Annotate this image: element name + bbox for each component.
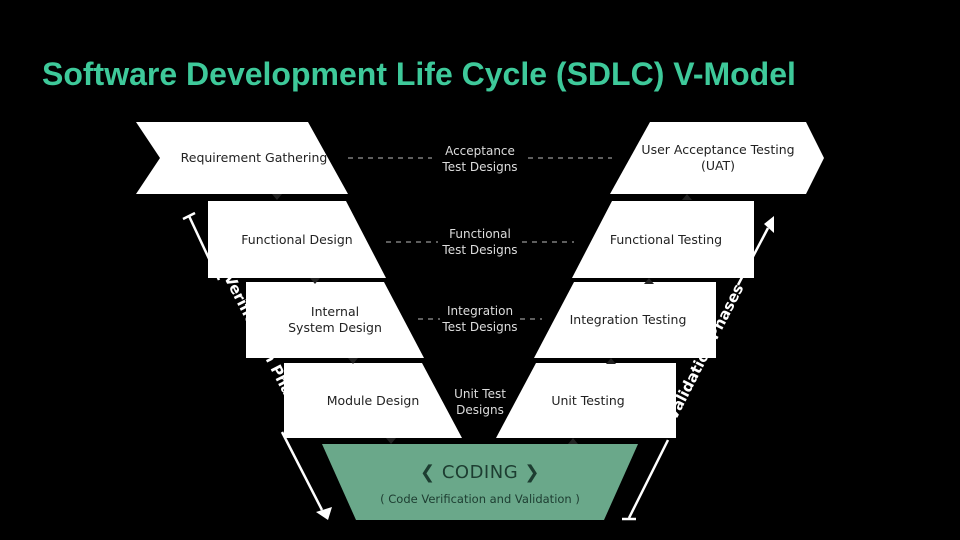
- functional-td-text-1: Functional: [449, 227, 511, 241]
- coding-title: ❮ CODING ❯: [322, 462, 638, 483]
- module-design-box: [284, 363, 462, 438]
- internal-system-design-label: Internal System Design: [246, 282, 424, 358]
- integration-testing-label: Integration Testing: [540, 282, 716, 358]
- page-title: Software Development Life Cycle (SDLC) V…: [42, 56, 796, 92]
- validation-arrow: [736, 227, 770, 286]
- step-arrow: [568, 438, 578, 444]
- internal-system-design-text-1: Internal: [310, 304, 360, 319]
- uat-text-1: User Acceptance Testing: [641, 142, 795, 157]
- verification-arrow-head: [316, 507, 332, 520]
- uat-box: [610, 122, 824, 194]
- unit-testing-text: Unit Testing: [551, 392, 625, 408]
- integration-td-text-1: Integration: [446, 304, 514, 318]
- step-arrow: [386, 438, 396, 444]
- verification-arrow: [280, 431, 324, 511]
- functional-design-label: Functional Design: [208, 201, 386, 278]
- step-arrow: [606, 358, 616, 364]
- internal-system-design-text-2: System Design: [288, 320, 382, 335]
- uat-label: User Acceptance Testing (UAT): [624, 122, 812, 194]
- functional-testing-label: Functional Testing: [578, 201, 754, 278]
- verification-arrow: [187, 215, 221, 281]
- functional-design-text: Functional Design: [241, 231, 353, 247]
- coding-box: [322, 444, 638, 520]
- coding-subtitle: ( Code Verification and Validation ): [380, 492, 580, 506]
- step-arrow: [272, 194, 282, 200]
- unit-testing-label: Unit Testing: [500, 363, 676, 438]
- unit-td-text-1: Unit Test: [454, 387, 506, 401]
- acceptance-text-1: Acceptance: [445, 144, 515, 158]
- step-arrow: [644, 278, 654, 284]
- module-design-text: Module Design: [326, 392, 420, 408]
- integration-testing-box: [534, 282, 716, 358]
- step-arrow: [682, 194, 692, 200]
- unit-testing-box: [496, 363, 676, 438]
- functional-testing-text: Functional Testing: [609, 231, 723, 247]
- step-arrow: [348, 358, 358, 364]
- requirement-gathering-label: Requirement Gathering: [160, 122, 348, 194]
- functional-design-box: [208, 201, 386, 278]
- unit-td-text-2: Designs: [456, 403, 504, 417]
- functional-testing-box: [572, 201, 754, 278]
- requirement-gathering-text: Requirement Gathering: [180, 150, 328, 165]
- functional-td-text-2: Test Designs: [442, 243, 518, 257]
- acceptance-text-2: Test Designs: [442, 160, 518, 174]
- coding-text: CODING: [441, 462, 519, 483]
- unit-test-designs: Unit Test Designs: [420, 385, 540, 419]
- chevron-left-icon: ❮: [420, 462, 436, 483]
- validation-arrow: [627, 439, 670, 519]
- step-arrow: [310, 278, 320, 284]
- integration-td-text-2: Test Designs: [442, 320, 518, 334]
- uat-text-2: (UAT): [700, 158, 736, 173]
- internal-system-design-box: [246, 282, 424, 358]
- integration-testing-text: Integration Testing: [569, 312, 687, 327]
- validation-arrow-head: [764, 216, 774, 233]
- requirement-gathering-box: [136, 122, 348, 194]
- module-design-label: Module Design: [284, 363, 462, 438]
- chevron-right-icon: ❯: [524, 462, 540, 483]
- integration-test-designs: Integration Test Designs: [420, 302, 540, 336]
- acceptance-test-designs: Acceptance Test Designs: [420, 142, 540, 176]
- functional-test-designs: Functional Test Designs: [420, 225, 540, 259]
